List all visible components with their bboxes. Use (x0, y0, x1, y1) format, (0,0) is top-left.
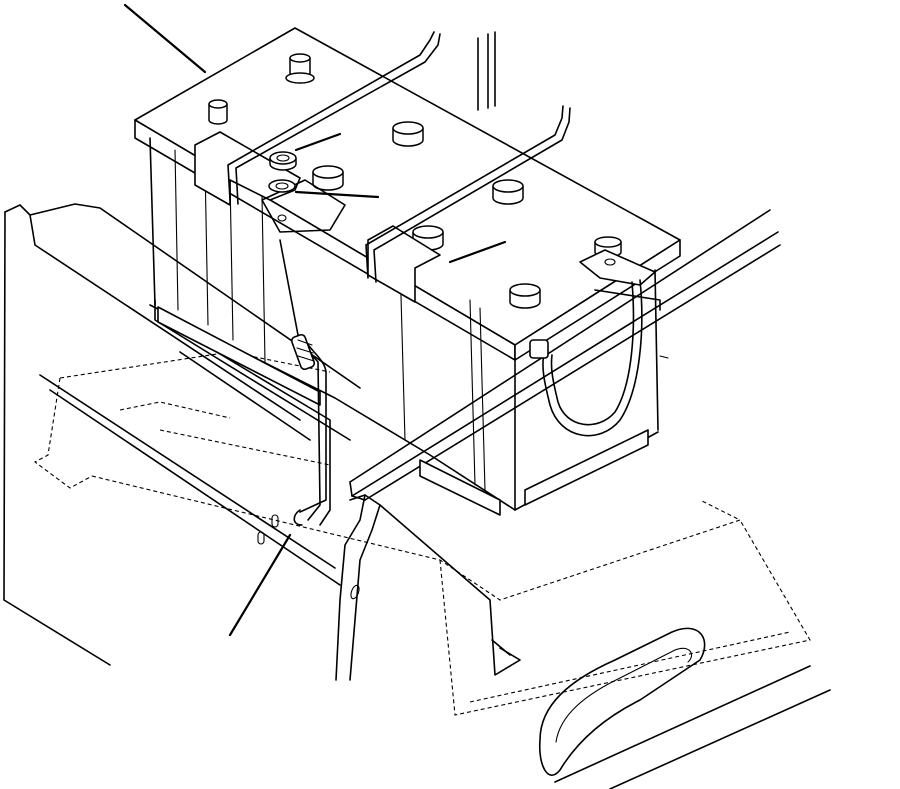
rear-pipes (477, 31, 661, 311)
frame-slot (257, 531, 265, 545)
leader-nut (294, 132, 342, 152)
machine-frame (3, 203, 521, 681)
hidden-support-tray (33, 351, 811, 716)
nut-and-washer (268, 151, 297, 193)
leader-battery (123, 3, 207, 74)
nut (269, 151, 297, 165)
vent-cap (312, 165, 344, 191)
washer (268, 179, 296, 193)
terminal-post-front (208, 104, 228, 125)
leader-bracket (448, 240, 507, 264)
cable-clamp (529, 339, 549, 359)
cable-connector (290, 333, 316, 371)
callout-leaders (123, 3, 507, 637)
vent-cap (509, 283, 541, 309)
vent-cap (492, 179, 524, 205)
j-bolt-rods (227, 31, 571, 283)
leader-washer (294, 190, 380, 199)
leader-cable (228, 533, 292, 637)
panel-hole (350, 584, 360, 600)
frame-slot (271, 514, 279, 528)
battery-cable (279, 239, 643, 526)
vent-cap (392, 121, 424, 147)
battery-terminals (208, 53, 622, 309)
handle-opening (538, 627, 706, 776)
